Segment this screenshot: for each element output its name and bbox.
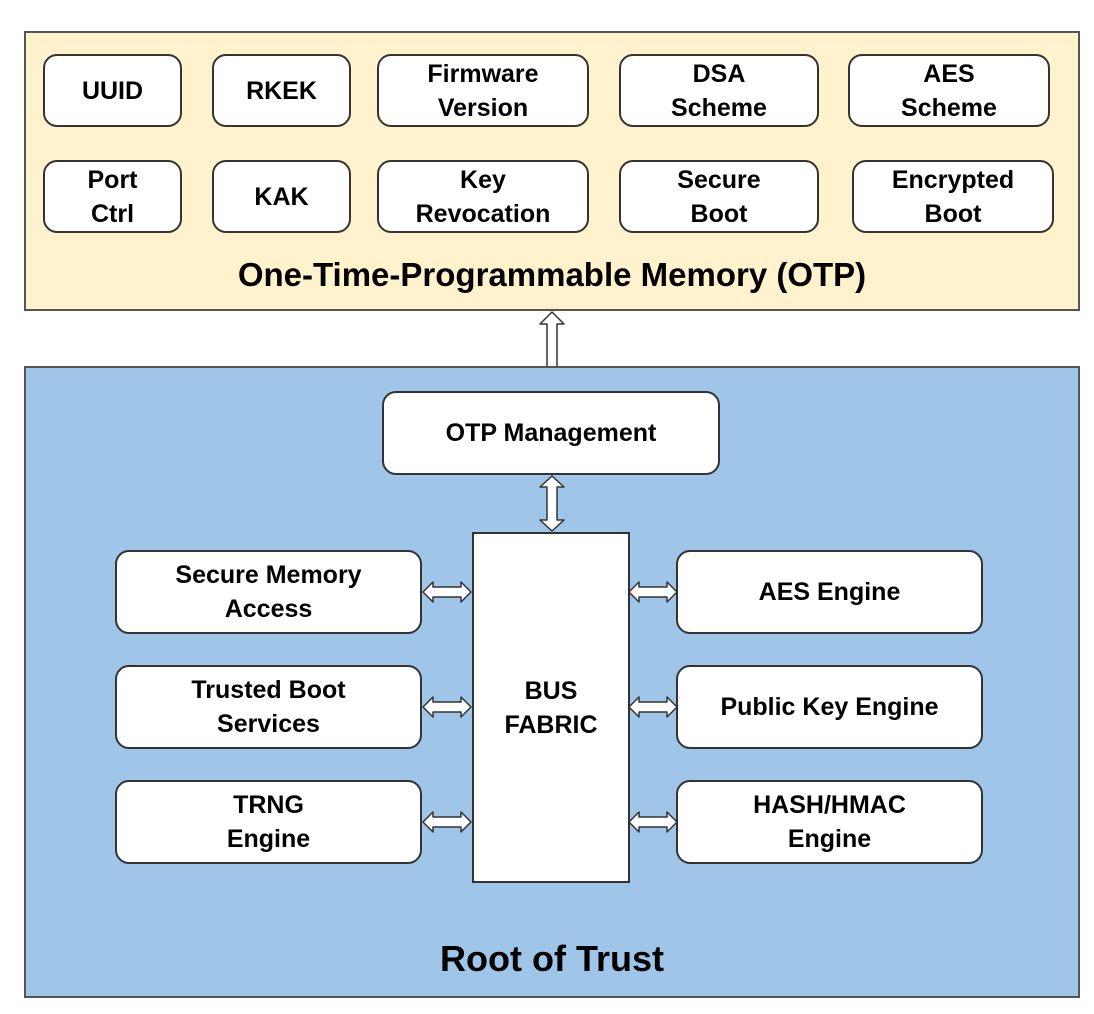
otp-field-rkek: RKEK [212, 54, 351, 127]
otp-field-port-ctrl: Port Ctrl [43, 160, 182, 233]
bus-fabric-block: BUS FABRIC [472, 532, 630, 883]
otp-field-key-revocation: Key Revocation [377, 160, 589, 233]
aes-bus-double-arrow-icon [628, 581, 678, 603]
root-of-trust-title: Root of Trust [440, 938, 664, 979]
otp-field-uuid: UUID [43, 54, 182, 127]
otp-field-aes-scheme: AES Scheme [848, 54, 1050, 127]
management-to-bus-double-arrow-icon [539, 475, 565, 532]
public-key-bus-double-arrow-icon [628, 696, 678, 718]
hash-hmac-engine-block: HASH/HMAC Engine [676, 780, 983, 864]
trusted-boot-bus-double-arrow-icon [422, 696, 472, 718]
secure-memory-bus-double-arrow-icon [422, 581, 472, 603]
hash-bus-double-arrow-icon [628, 811, 678, 833]
otp-field-encrypted-boot: Encrypted Boot [852, 160, 1054, 233]
otp-field-secure-boot: Secure Boot [619, 160, 819, 233]
trng-engine-block: TRNG Engine [115, 780, 422, 864]
otp-management-block: OTP Management [382, 391, 720, 475]
aes-engine-block: AES Engine [676, 550, 983, 634]
otp-panel-title: One-Time-Programmable Memory (OTP) [237, 256, 867, 293]
public-key-engine-block: Public Key Engine [676, 665, 983, 749]
trng-bus-double-arrow-icon [422, 811, 472, 833]
trusted-boot-services-block: Trusted Boot Services [115, 665, 422, 749]
otp-field-kak: KAK [212, 160, 351, 233]
secure-memory-access-block: Secure Memory Access [115, 550, 422, 634]
otp-field-firmware-version: Firmware Version [377, 54, 589, 127]
otp-field-dsa-scheme: DSA Scheme [619, 54, 819, 127]
